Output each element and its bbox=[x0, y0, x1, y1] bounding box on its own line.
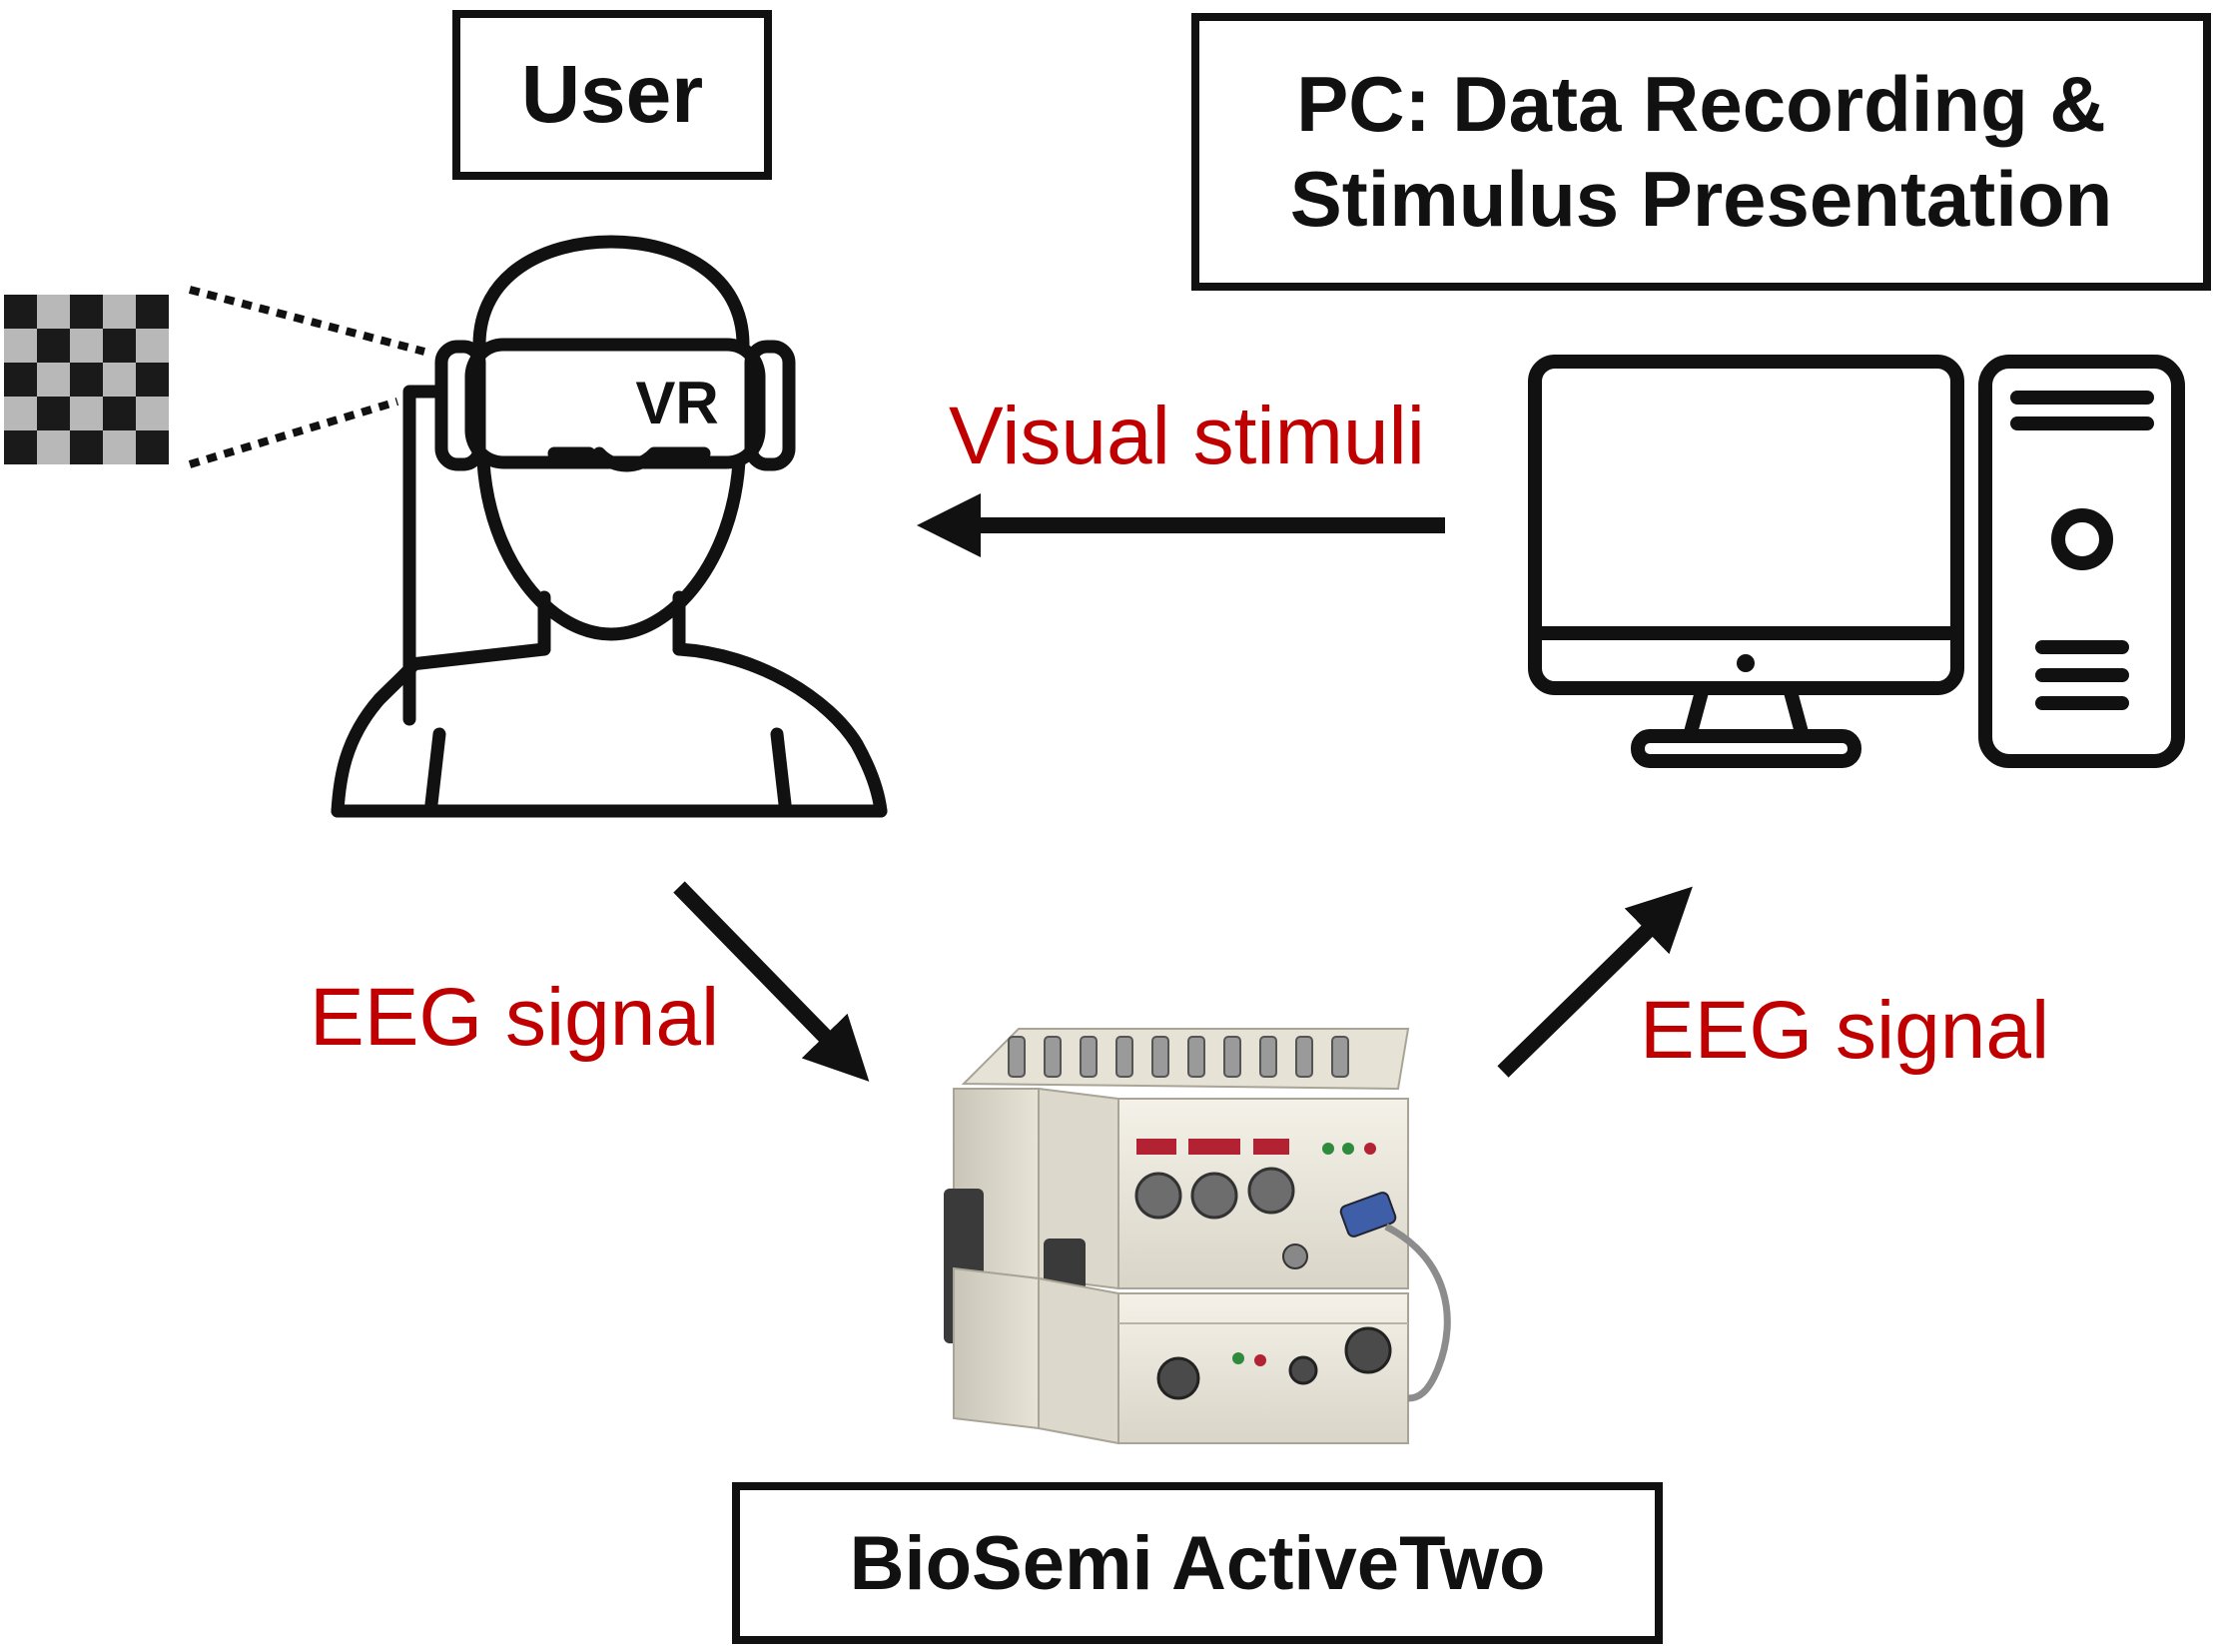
headset-vr-text: VR bbox=[635, 370, 718, 436]
arrow-user-to-device bbox=[673, 881, 870, 1082]
monitor-power-dot bbox=[1737, 654, 1755, 672]
pc-label-line2: Stimulus Presentation bbox=[1289, 155, 2113, 243]
checkerboard-stimulus-icon bbox=[4, 286, 426, 468]
pc-label-line1: PC: Data Recording & bbox=[1296, 59, 2106, 148]
user-box: User bbox=[452, 10, 772, 180]
user-vr-headset-icon bbox=[331, 235, 888, 818]
device-box: BioSemi ActiveTwo bbox=[732, 1482, 1663, 1644]
device-label: BioSemi ActiveTwo bbox=[849, 1520, 1546, 1606]
visual-stimuli-label: Visual stimuli bbox=[949, 391, 1425, 481]
eeg-signal-label-left: EEG signal bbox=[310, 972, 720, 1063]
monitor-icon bbox=[1528, 355, 1964, 768]
biosemi-amplifier-image bbox=[944, 1028, 1451, 1445]
user-label: User bbox=[520, 49, 704, 140]
eeg-signal-label-right: EEG signal bbox=[1640, 985, 2050, 1076]
pc-box: PC: Data Recording & Stimulus Presentati… bbox=[1191, 13, 2211, 291]
arrow-device-to-pc bbox=[1497, 886, 1693, 1078]
pc-tower-icon bbox=[1978, 355, 2185, 768]
